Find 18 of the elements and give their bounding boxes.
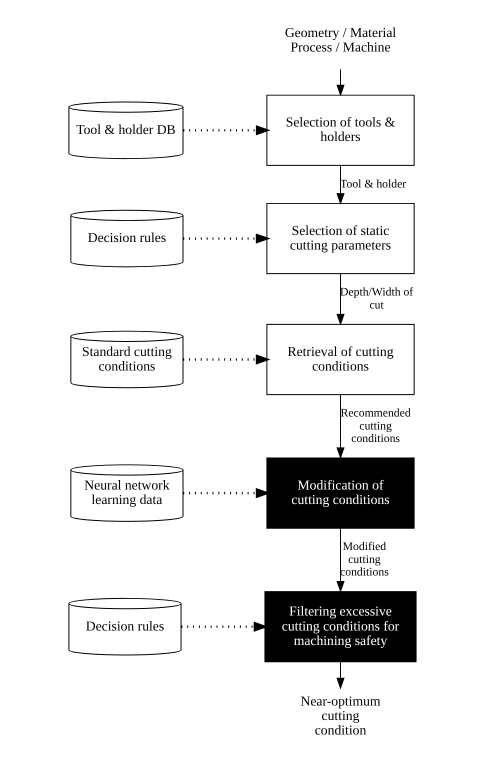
node-box: Filtering excessive cutting conditions for machining safety [264, 591, 416, 662]
node-text: Near-optimum cutting condition [300, 693, 380, 738]
arrow [336, 273, 344, 326]
node-box: Retrieval of cutting conditions [266, 324, 414, 396]
edge-label: Recommended cutting conditions [340, 406, 410, 445]
node-box: Modification of cutting conditions [266, 458, 414, 529]
arrow [182, 233, 270, 244]
arrow [336, 68, 344, 96]
node-box: Selection of tools & holders [266, 94, 414, 166]
arrow [336, 661, 344, 690]
edge-label: Modified cutting conditions [340, 540, 388, 579]
arrow [182, 354, 270, 365]
arrow [336, 165, 344, 205]
arrow [336, 394, 344, 460]
arrow [182, 125, 270, 136]
arrow [336, 528, 344, 593]
node-text: Geometry / Material Process / Machine [284, 24, 396, 54]
node-box: Selection of static cutting parameters [266, 202, 414, 274]
